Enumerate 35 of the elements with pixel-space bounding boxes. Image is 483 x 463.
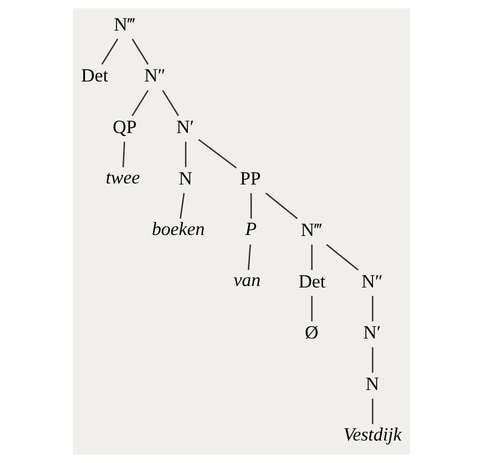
node-text: N′ <box>363 322 381 344</box>
connector <box>122 142 126 168</box>
connector <box>248 244 251 270</box>
node-text: twee <box>106 167 140 188</box>
connector <box>101 38 118 65</box>
connector <box>311 244 313 270</box>
connector <box>185 142 186 168</box>
connector <box>326 244 358 270</box>
node-text: N‴ <box>114 14 136 36</box>
node-text: N‴ <box>300 220 322 241</box>
connector <box>180 193 185 219</box>
connector <box>132 38 149 65</box>
node-text: PP <box>240 168 261 190</box>
node-text: Det <box>81 66 108 87</box>
connector <box>311 296 313 322</box>
connector <box>265 192 298 220</box>
node-text: QP <box>112 117 137 138</box>
node-text: N <box>178 168 192 190</box>
node-text: N′ <box>176 117 194 138</box>
node-text: boeken <box>152 218 205 240</box>
connector <box>132 90 149 116</box>
node-text: N <box>366 374 380 396</box>
node-text: Det <box>298 271 326 292</box>
node-text: N″ <box>144 66 166 87</box>
node-text: Ø <box>304 322 318 344</box>
connector <box>198 139 237 168</box>
node-text: van <box>234 270 261 292</box>
connector <box>372 398 374 424</box>
node-text: Vestdijk <box>343 424 402 446</box>
node-text: P <box>245 218 257 240</box>
connector <box>250 193 252 219</box>
connector <box>162 90 180 116</box>
connector <box>372 296 374 322</box>
node-text: N″ <box>362 271 383 292</box>
connector <box>372 347 374 373</box>
